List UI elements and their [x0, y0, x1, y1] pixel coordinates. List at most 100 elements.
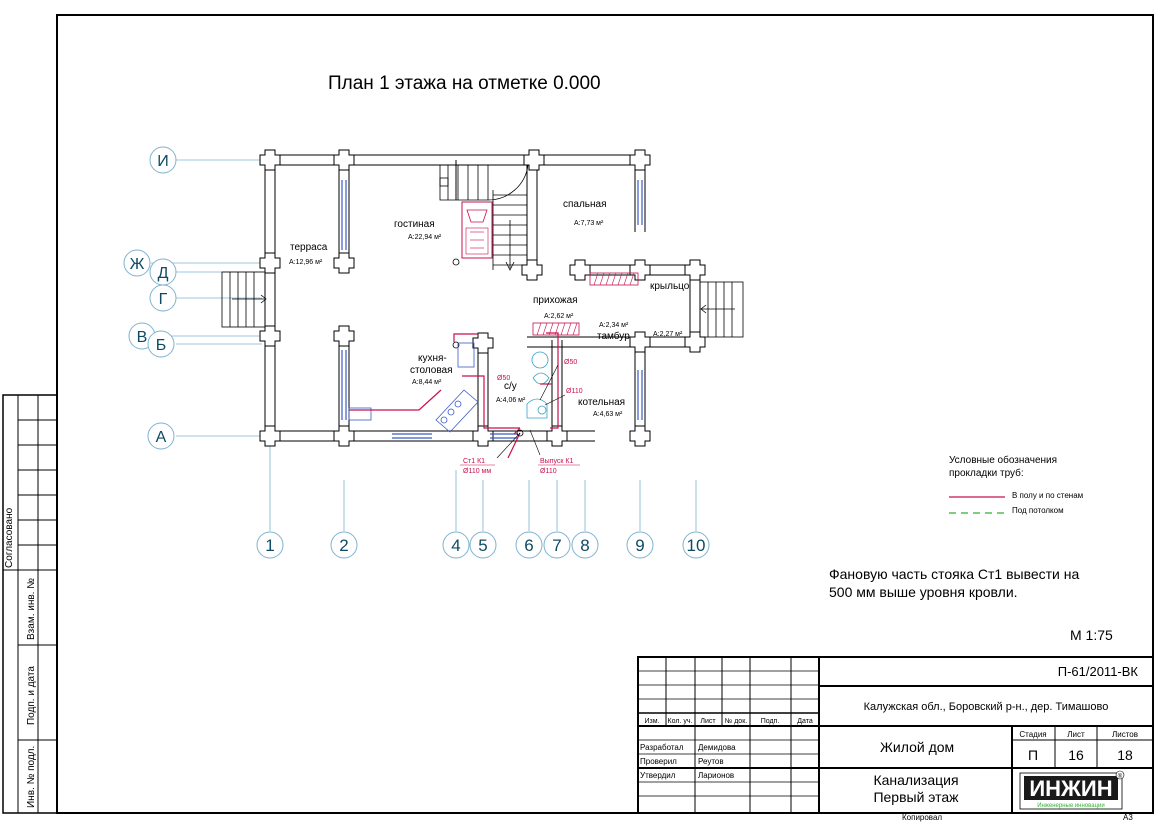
svg-text:Б: Б	[156, 337, 167, 354]
riser-diameter: Ø110 мм	[463, 468, 491, 475]
riser-marker	[516, 429, 524, 437]
staircase	[439, 164, 529, 271]
column-post	[452, 258, 460, 266]
bath-fixtures	[526, 351, 550, 419]
svg-text:В: В	[137, 329, 148, 346]
plan-title: План 1 этажа на отметке 0.000	[328, 73, 601, 94]
room-kitchen-name: кухня-	[418, 353, 447, 364]
room-vestibule-name: тамбур	[597, 330, 630, 342]
room-living-area: А:22,94 м²	[408, 234, 442, 241]
axis-marker-А: А	[147, 422, 175, 450]
role-approver: Утвердил	[640, 771, 676, 780]
row-axis-markers: И Ж Д Г В Б А	[123, 146, 177, 450]
note-line-1: Фановую часть стояка Ст1 вывести на	[829, 566, 1079, 582]
pipe-d50-b: Ø50	[564, 359, 577, 366]
porch-steps	[699, 281, 744, 338]
room-hall-area: А:2,62 м²	[544, 313, 574, 320]
room-labels: терраса А:12,96 м² гостиная А:22,94 м² с…	[289, 199, 690, 418]
room-hall-name: прихожая	[533, 295, 578, 306]
stage-value: П	[1028, 747, 1038, 763]
sheet-label: Лист	[1067, 730, 1085, 739]
name-approver: Ларионов	[698, 771, 734, 780]
svg-text:7: 7	[552, 536, 561, 555]
legend: Условные обозначения прокладки труб: В п…	[949, 454, 1083, 515]
logo-subtitle: Инженерные инновации	[1037, 803, 1105, 809]
axis-marker-10: 10	[682, 531, 710, 559]
side-inv-vz-label: Взам. инв. №	[26, 578, 37, 640]
svg-text:А: А	[156, 429, 167, 446]
outlet-diameter: Ø110	[540, 468, 557, 475]
svg-text:Д: Д	[158, 265, 169, 282]
side-agreed-label: Согласовано	[4, 507, 15, 568]
pipe-d50-a: Ø50	[497, 375, 510, 382]
kitchen-equipment	[348, 342, 479, 433]
room-terrace-name: терраса	[290, 242, 328, 253]
axis-marker-5: 5	[469, 531, 497, 559]
sheets-label: Листов	[1112, 730, 1138, 739]
section-title-2: Первый этаж	[873, 789, 959, 805]
room-kitchen-name2: столовая	[410, 365, 453, 376]
axis-marker-Д: Д	[149, 258, 177, 286]
legend-title-2: прокладки труб:	[949, 467, 1024, 479]
axis-marker-Б: Б	[147, 330, 175, 358]
svg-text:4: 4	[451, 536, 460, 555]
col-axis-markers: 1 2 4 5 6 7 8 9 10	[256, 531, 710, 559]
axis-marker-8: 8	[571, 531, 599, 559]
svg-text:8: 8	[580, 536, 589, 555]
format-label: А3	[1123, 813, 1133, 822]
side-stamp: Согласовано Взам. инв. № Подп. и дата Ин…	[2, 394, 58, 814]
logo-text: ИНЖИН	[1029, 776, 1112, 801]
axis-marker-9: 9	[626, 531, 654, 559]
room-porch-name: крыльцо	[650, 281, 690, 292]
room-boiler-area: А:4,63 м²	[593, 411, 623, 418]
legend-title-1: Условные обозначения	[949, 454, 1057, 466]
section-title-1: Канализация	[873, 772, 958, 788]
svg-text:6: 6	[524, 536, 533, 555]
riser-label: Ст1 К1	[463, 458, 485, 465]
outlet-label: Выпуск К1	[540, 458, 573, 465]
sheet-value: 16	[1068, 747, 1084, 763]
room-kitchen-area: А:8,44 м²	[412, 379, 442, 386]
room-bathroom-area: А:4,06 м²	[496, 397, 526, 404]
walls	[264, 154, 701, 445]
stage-label: Стадия	[1019, 730, 1046, 739]
svg-text:Г: Г	[159, 291, 168, 308]
column-post	[452, 341, 460, 349]
header-izm: Изм.	[645, 718, 660, 725]
header-list: Лист	[700, 718, 716, 725]
name-developer: Демидова	[698, 743, 736, 752]
header-kol: Кол. уч.	[668, 718, 693, 725]
axis-marker-И: И	[149, 146, 177, 174]
svg-text:9: 9	[635, 536, 644, 555]
pipe-labels: Ø50 Ø50 Ø110 Ст1 К1 Ø110 мм Выпуск К1 Ø1…	[460, 359, 583, 475]
copied-label: Копировал	[902, 813, 942, 822]
sewer-pipes	[349, 332, 559, 459]
name-checker: Реутов	[698, 757, 724, 766]
hatch-blocks	[532, 272, 639, 336]
header-doc: № док.	[725, 718, 747, 725]
room-boiler-name: котельная	[578, 397, 625, 408]
project-address: Калужская обл., Боровский р-н., дер. Тим…	[864, 701, 1109, 713]
axis-marker-4: 4	[442, 531, 470, 559]
svg-text:®: ®	[1118, 773, 1123, 780]
axis-marker-2: 2	[330, 531, 358, 559]
axis-marker-Г: Г	[149, 284, 177, 312]
pipe-d110: Ø110	[566, 388, 583, 395]
svg-text:Ж: Ж	[130, 256, 145, 273]
axis-marker-1: 1	[256, 531, 284, 559]
note-line-2: 500 мм выше уровня кровли.	[829, 584, 1018, 600]
room-bedroom-area: А:7,73 м²	[574, 220, 604, 227]
room-living-name: гостиная	[394, 219, 435, 230]
building-name: Жилой дом	[880, 739, 954, 755]
svg-text:10: 10	[687, 536, 706, 555]
axis-marker-Ж: Ж	[123, 249, 151, 277]
axis-marker-6: 6	[515, 531, 543, 559]
title-block	[637, 656, 1154, 814]
header-date: Дата	[797, 718, 813, 725]
company-logo: ИНЖИН Инженерные инновации ®	[1019, 770, 1125, 810]
svg-text:2: 2	[339, 536, 348, 555]
project-code: П-61/2011-ВК	[1058, 664, 1139, 679]
room-vestibule-area: А:2,34 м²	[599, 322, 629, 329]
terrace-steps	[221, 271, 267, 328]
